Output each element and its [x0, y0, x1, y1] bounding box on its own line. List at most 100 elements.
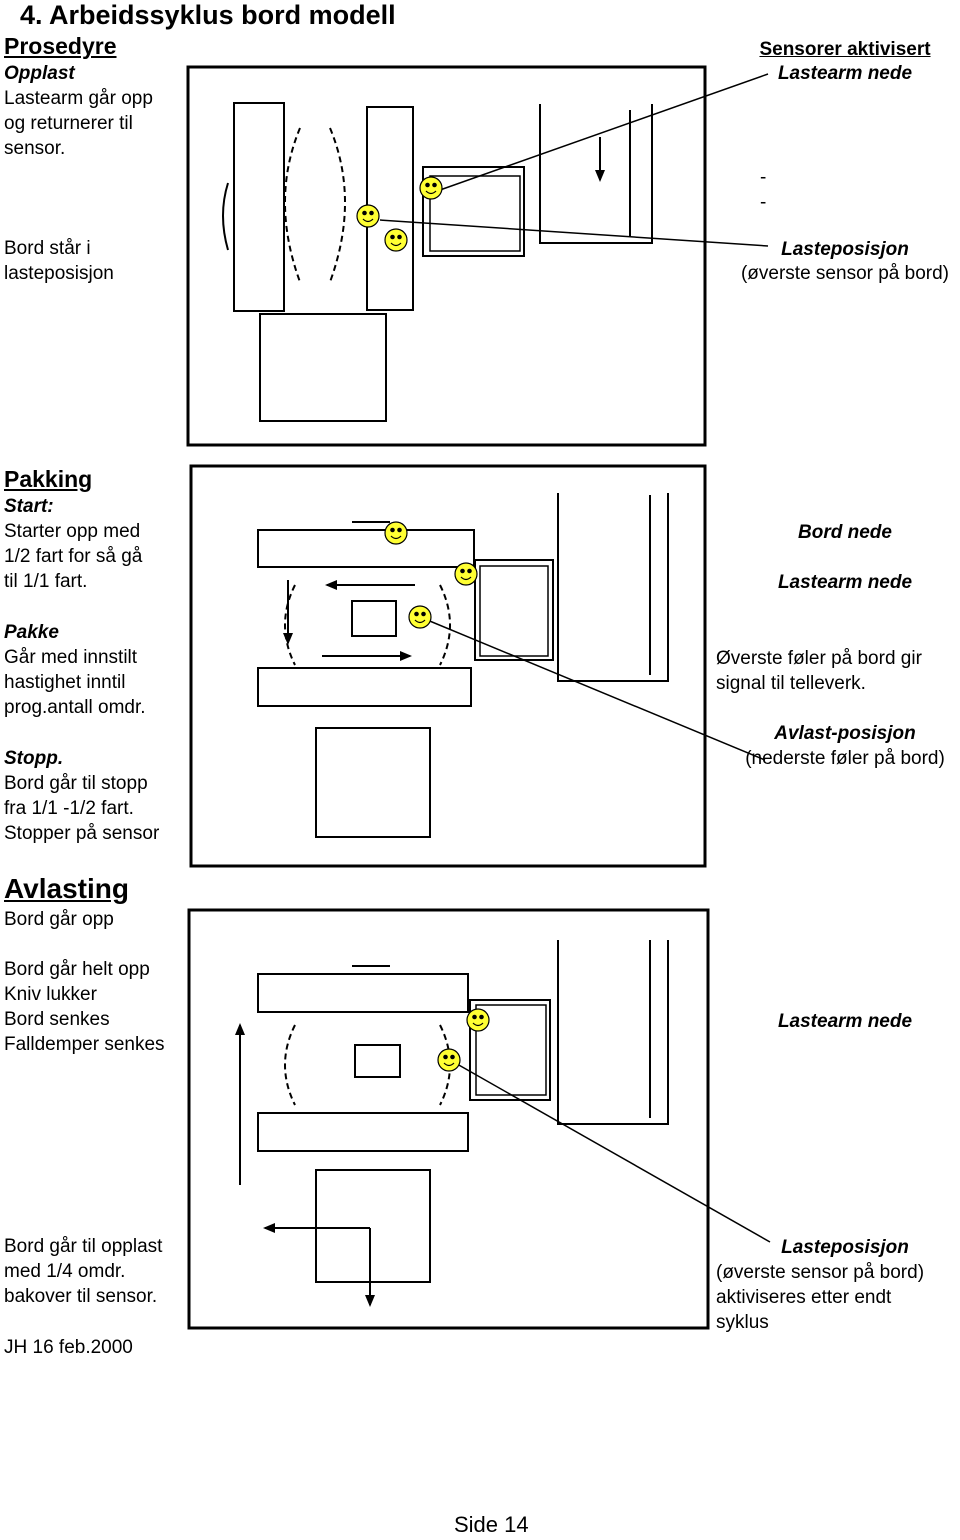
text-line: lasteposisjon	[4, 263, 114, 284]
load-arm-rail	[539, 104, 653, 244]
text-line: aktiviseres etter endt	[716, 1287, 892, 1308]
section-heading-pakking: Pakking	[4, 466, 93, 492]
left-post	[233, 102, 285, 312]
page-title: 4. Arbeidssyklus bord modell	[20, 0, 396, 30]
label-avlast-posisjon: Avlast-posisjon	[774, 723, 916, 744]
sensor-smiley-icon	[384, 228, 408, 252]
sensors-heading: Sensorer aktivisert	[759, 39, 931, 60]
pakke-label: Pakke	[4, 622, 59, 643]
text-line: Bord går helt opp	[4, 959, 150, 980]
label-lasteposisjon: Lasteposisjon	[781, 239, 909, 260]
diagram-avlasting	[187, 908, 771, 1330]
sensor-smiley-icon	[437, 1048, 461, 1072]
text-line: Bord går opp	[4, 909, 114, 930]
table-box	[259, 313, 387, 422]
label-lastearm-nede: Lastearm nede	[777, 572, 913, 593]
text-line: signal til telleverk.	[716, 673, 866, 694]
text-line: med 1/4 omdr.	[4, 1261, 126, 1282]
sensor-smiley-icon	[419, 176, 443, 200]
carriage-outer	[474, 559, 554, 661]
text-line: Falldemper senkes	[4, 1034, 165, 1055]
text-line: 1/2 fart for så gå	[4, 546, 143, 567]
text-line: Bord går til opplast	[4, 1236, 163, 1257]
text-line: syklus	[716, 1312, 769, 1333]
diagram-opplast	[186, 65, 769, 447]
label-avlast-posisjon-sub: (nederste føler på bord)	[745, 748, 945, 769]
text-line: fra 1/1 -1/2 fart.	[4, 798, 134, 819]
carriage-inner	[479, 565, 549, 657]
sensor-smiley-icon	[384, 521, 408, 545]
sensor-smiley-icon	[454, 562, 478, 586]
telleverk-note: Øverste føler på bord gir signal til tel…	[716, 646, 922, 696]
text-line: Bord står i	[4, 238, 91, 259]
pointer-line	[419, 616, 766, 761]
stopp-label: Stopp.	[4, 748, 64, 769]
pakke-description: Går med innstilt hastighet inntil prog.a…	[4, 645, 146, 720]
drum-arc-right	[439, 584, 451, 666]
text-line: Øverste føler på bord gir	[716, 648, 922, 669]
text-line: Kniv lukker	[4, 984, 97, 1005]
drum-arc-left	[284, 584, 296, 666]
diagram-pakking	[189, 464, 766, 868]
text-line: sensor.	[4, 138, 66, 159]
table-box	[315, 1169, 431, 1283]
frame	[189, 464, 707, 868]
pointer-line	[439, 73, 769, 191]
lasteposisjon-note: (øverste sensor på bord) aktiviseres ett…	[716, 1260, 924, 1335]
lasteposisjon-description: Bord står i lasteposisjon	[4, 236, 114, 286]
carriage-inner	[429, 175, 521, 252]
carriage-outer	[422, 166, 525, 257]
load-arm-rail	[557, 940, 669, 1125]
lower-bar	[257, 1112, 469, 1152]
signature: JH 16 feb.2000	[4, 1337, 133, 1358]
drum-arc-left	[284, 127, 301, 283]
text-line: Går med innstilt	[4, 647, 138, 668]
text-line: hastighet inntil	[4, 672, 126, 693]
center-box	[354, 1044, 401, 1078]
upper-bar	[257, 973, 469, 1013]
label-lastearm-nede: Lastearm nede	[777, 63, 913, 84]
start-label: Start:	[4, 496, 54, 517]
dash-mark: -	[760, 167, 767, 188]
text-line: bakover til sensor.	[4, 1286, 158, 1307]
text-line: og returnerer til	[4, 113, 133, 134]
text-line: Starter opp med	[4, 521, 141, 542]
opplast-return-description: Bord går til opplast med 1/4 omdr. bakov…	[4, 1234, 162, 1309]
text-line: til 1/1 fart.	[4, 571, 88, 592]
section-heading-prosedyre: Prosedyre	[4, 33, 117, 59]
center-box	[351, 600, 397, 637]
upper-bar	[257, 529, 475, 568]
label-bord-nede: Bord nede	[798, 522, 892, 543]
text-line: Stopper på sensor	[4, 823, 160, 844]
load-arm-rail	[557, 493, 669, 682]
opplast-description: Lastearm går opp og returnerer til senso…	[4, 86, 153, 161]
pointer-line	[449, 1059, 771, 1243]
text-line: Bord går til stopp	[4, 773, 148, 794]
avlasting-description: Bord går helt opp Kniv lukker Bord senke…	[4, 957, 165, 1057]
section-heading-avlasting: Avlasting	[4, 873, 129, 904]
stopp-description: Bord går til stopp fra 1/1 -1/2 fart. St…	[4, 771, 159, 846]
pointer-line	[379, 219, 769, 247]
phase-label-opplast: Opplast	[4, 63, 75, 84]
label-lasteposisjon-sub: (øverste sensor på bord)	[740, 263, 950, 284]
drum-arc-left	[284, 1024, 296, 1106]
table-box	[315, 727, 431, 838]
text-line: (øverste sensor på bord)	[716, 1262, 925, 1283]
start-description: Starter opp med 1/2 fart for så gå til 1…	[4, 519, 142, 594]
drum-arc-right	[329, 127, 346, 283]
label-lasteposisjon: Lasteposisjon	[781, 1237, 909, 1258]
sensor-smiley-icon	[466, 1008, 490, 1032]
dash-mark: -	[760, 192, 767, 213]
text-line: Lastearm går opp	[4, 88, 153, 109]
sensor-smiley-icon	[408, 605, 432, 629]
drum-bracket	[222, 182, 229, 251]
text-line: prog.antall omdr.	[4, 697, 146, 718]
sensor-smiley-icon	[356, 204, 380, 228]
text-line: Bord senkes	[4, 1009, 110, 1030]
page-footer: Side 14	[454, 1512, 529, 1537]
frame	[186, 65, 707, 447]
label-lastearm-nede: Lastearm nede	[777, 1011, 913, 1032]
lower-bar	[257, 667, 472, 707]
carriage-outer	[469, 999, 551, 1101]
